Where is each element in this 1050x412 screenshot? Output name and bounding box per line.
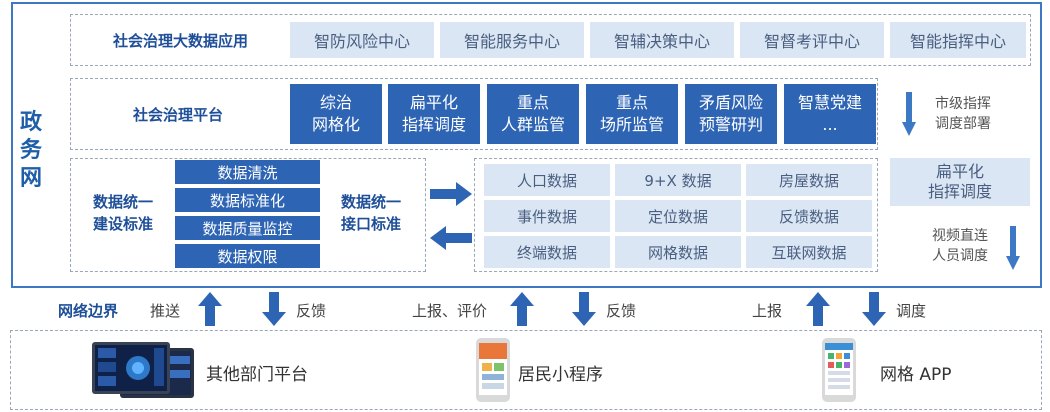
std-standardization: 数据标准化 (175, 188, 320, 212)
dashboard-screens-icon (92, 342, 194, 398)
module-risk-warning: 矛盾风险 预警研判 (685, 84, 777, 144)
feedback-label: 反馈 (296, 301, 327, 320)
data-9x: 9+X 数据 (615, 164, 741, 196)
module-line: 重点 (516, 93, 549, 112)
module-line: 网格化 (311, 115, 360, 134)
network-boundary-title: 网络边界 (57, 301, 118, 320)
center-risk: 智防风险中心 (290, 22, 434, 58)
center-decision: 智辅决策中心 (590, 22, 734, 58)
city-label-line: 调度部署 (935, 116, 991, 132)
arrow-left-icon (430, 226, 472, 250)
platform-row (70, 78, 878, 150)
gov-network-frame (11, 2, 1042, 288)
iface-line: 数据统一 (340, 193, 401, 211)
report-label: 上报 (752, 301, 783, 320)
grid-app-label: 网格 APP (880, 364, 952, 385)
arrow-down-icon (262, 292, 286, 326)
arrow-down-icon (572, 292, 596, 326)
iface-line: 接口标准 (340, 215, 401, 233)
build-line: 建设标准 (92, 215, 153, 233)
data-feedback: 反馈数据 (746, 200, 872, 232)
city-label-line: 市级指挥 (935, 96, 991, 112)
video-line: 视频直连 (932, 228, 988, 244)
data-events: 事件数据 (484, 200, 610, 232)
flat-dispatch-box: 扁平化 指挥调度 (890, 158, 1030, 206)
arrow-down-icon (862, 292, 886, 326)
data-grid-cell: 网格数据 (615, 236, 741, 268)
standards-panel (70, 158, 426, 272)
std-permission: 数据权限 (175, 244, 320, 268)
flat-line: 扁平化 (935, 162, 984, 181)
build-standard-title: 数据统一 建设标准 (78, 188, 168, 238)
interface-standard-title: 数据统一 接口标准 (326, 188, 416, 238)
big-data-title: 社会治理大数据应用 (112, 31, 248, 50)
resident-mini-program-label: 居民小程序 (518, 364, 603, 385)
report-evaluate-label: 上报、评价 (412, 301, 488, 320)
push-label: 推送 (150, 301, 181, 320)
module-line: 重点 (615, 93, 648, 112)
data-location: 定位数据 (615, 200, 741, 232)
module-flat-command: 扁平化 指挥调度 (388, 84, 480, 144)
platform-title: 社会治理平台 (132, 105, 223, 124)
module-key-population: 重点 人群监管 (487, 84, 579, 144)
center-service: 智能服务中心 (440, 22, 584, 58)
data-terminal: 终端数据 (484, 236, 610, 268)
other-dept-platform-label: 其他部门平台 (206, 364, 308, 385)
module-line: 场所监管 (599, 115, 664, 134)
external-layer (10, 330, 1042, 410)
arrow-right-icon (430, 182, 472, 206)
build-line: 数据统一 (92, 193, 153, 211)
data-population: 人口数据 (484, 164, 610, 196)
module-line: ... (822, 115, 838, 134)
feedback-label-2: 反馈 (606, 301, 637, 320)
std-cleaning: 数据清洗 (175, 160, 320, 184)
big-data-row (70, 14, 1031, 66)
dispatch-label: 调度 (896, 301, 927, 320)
module-line: 矛盾风险 (698, 93, 763, 112)
center-command: 智能指挥中心 (890, 22, 1026, 58)
module-line: 综治 (319, 93, 352, 112)
std-quality-monitor: 数据质量监控 (175, 216, 320, 240)
arrow-up-icon (806, 292, 830, 326)
arrow-up-icon (198, 292, 222, 326)
module-line: 人群监管 (500, 115, 565, 134)
video-label: 视频直连 人员调度 (920, 224, 1000, 268)
mobile-mini-program-icon (476, 338, 510, 402)
grid-app-phone-icon (822, 338, 856, 402)
module-key-venues: 重点 场所监管 (586, 84, 678, 144)
flat-line: 指挥调度 (927, 182, 992, 201)
module-grid: 综治 网格化 (290, 84, 382, 144)
gov-network-label: 政务网 (14, 104, 48, 198)
module-party-building: 智慧党建 ... (784, 84, 876, 144)
module-line: 智慧党建 (797, 93, 862, 112)
data-housing: 房屋数据 (746, 164, 872, 196)
city-dispatch-label: 市级指挥 调度部署 (928, 92, 998, 136)
data-internet: 互联网数据 (746, 236, 872, 268)
module-line: 扁平化 (409, 93, 458, 112)
arrow-down-icon (902, 92, 916, 136)
module-line: 指挥调度 (401, 115, 466, 134)
gov-network-text: 政务网 (19, 110, 42, 191)
module-line: 预警研判 (698, 115, 763, 134)
arrow-down-icon (1006, 226, 1020, 270)
video-line: 人员调度 (932, 248, 988, 264)
arrow-up-icon (510, 292, 534, 326)
center-evaluation: 智督考评中心 (740, 22, 884, 58)
data-grid-panel (474, 158, 878, 272)
